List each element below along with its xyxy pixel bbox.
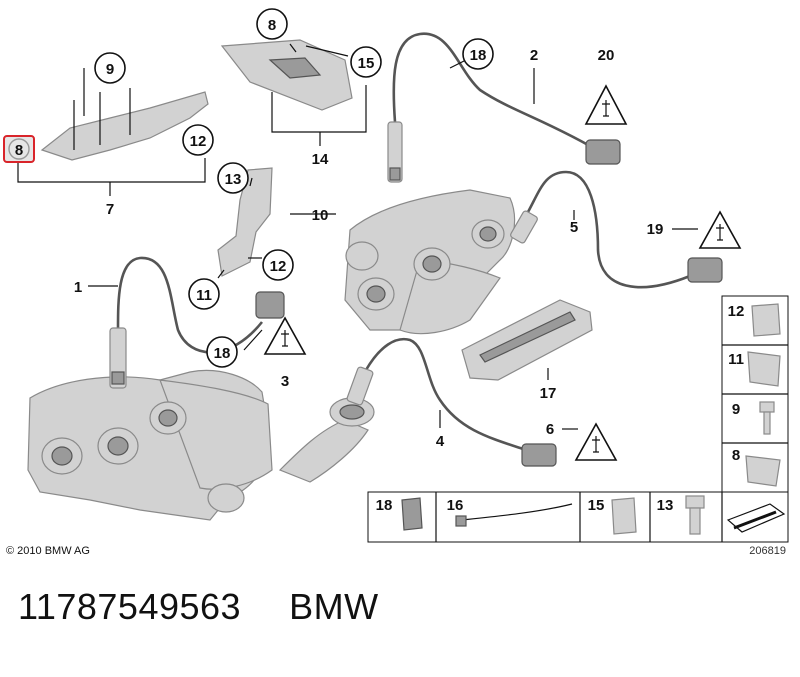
oxygen-sensor-wires xyxy=(116,32,691,452)
part-number: 11787549563 xyxy=(18,586,242,627)
svg-text:9: 9 xyxy=(106,61,114,78)
copyright-text: © 2010 BMW AG xyxy=(6,545,90,557)
legend-side-8: 8 xyxy=(732,447,740,464)
esd-warning-icon-20 xyxy=(584,84,628,125)
callout-18-top: 18 xyxy=(462,38,494,70)
svg-text:11: 11 xyxy=(196,287,212,304)
svg-text:4: 4 xyxy=(436,433,445,450)
part-footer: 11787549563 BMW xyxy=(18,586,427,628)
callout-12-top: 12 xyxy=(182,124,214,156)
svg-text:18: 18 xyxy=(214,345,231,362)
callout-8-highlighted: 8 xyxy=(3,135,35,163)
exhaust-manifold-lower xyxy=(27,369,375,521)
legend-side-12: 12 xyxy=(728,303,745,320)
esd-warning-icon-19 xyxy=(698,210,742,249)
callout-3: 3 xyxy=(281,373,289,390)
svg-text:2: 2 xyxy=(530,47,538,64)
legend-bottom-18: 18 xyxy=(376,497,393,514)
callout-11: 11 xyxy=(188,278,220,310)
clip-icon xyxy=(747,351,781,387)
cable-clip-icon xyxy=(401,497,423,531)
callout-13: 13 xyxy=(217,162,249,194)
legend-bottom-16: 16 xyxy=(447,497,464,514)
clip-nut-icon xyxy=(751,303,781,337)
svg-text:8: 8 xyxy=(268,17,276,34)
callout-6: 6 xyxy=(546,421,554,438)
callout-1: 1 xyxy=(74,279,82,296)
svg-text:19: 19 xyxy=(647,221,664,238)
callout-18-mid: 18 xyxy=(206,336,238,368)
callout-9: 9 xyxy=(94,52,126,84)
callout-15: 15 xyxy=(350,46,382,78)
svg-text:6: 6 xyxy=(546,421,554,438)
support-bracket xyxy=(461,299,593,381)
callout-5: 5 xyxy=(570,219,578,236)
spring-clip-icon xyxy=(745,455,781,487)
sensor-connectors xyxy=(255,139,723,467)
legend-side-9: 9 xyxy=(732,401,740,418)
bracket-plate xyxy=(220,39,353,111)
callout-20: 20 xyxy=(598,47,615,64)
svg-text:3: 3 xyxy=(281,373,289,390)
svg-text:8: 8 xyxy=(15,142,23,159)
svg-text:12: 12 xyxy=(190,133,207,150)
cable-tie-icon xyxy=(455,515,467,527)
oxygen-sensor-probes xyxy=(109,121,538,406)
callout-19-label: 19 xyxy=(647,221,664,238)
callout-10: 10 xyxy=(312,207,329,224)
svg-text:15: 15 xyxy=(358,55,375,72)
callout-17: 17 xyxy=(540,385,557,402)
brand-name: BMW xyxy=(289,586,379,627)
svg-text:20: 20 xyxy=(598,47,615,64)
svg-text:17: 17 xyxy=(540,385,557,402)
svg-text:14: 14 xyxy=(312,151,329,168)
hex-bolt-head-icon xyxy=(685,495,705,509)
legend-bottom-15: 15 xyxy=(588,497,605,514)
svg-text:12: 12 xyxy=(270,258,287,275)
bolt-head-icon xyxy=(759,401,775,413)
svg-text:13: 13 xyxy=(225,171,242,188)
bolt-shank-icon xyxy=(763,411,771,435)
hex-bolt-shank-icon xyxy=(689,507,701,535)
callout-4: 4 xyxy=(436,433,445,450)
svg-text:10: 10 xyxy=(312,207,329,224)
callout-14: 14 xyxy=(312,151,329,168)
holder-clip-icon xyxy=(611,497,637,535)
esd-warning-icon-6 xyxy=(574,422,618,461)
legend-side-11: 11 xyxy=(728,351,744,368)
callout-2: 2 xyxy=(530,47,538,64)
callout-8-top: 8 xyxy=(256,8,288,40)
legend-bottom: 18 16 15 13 xyxy=(367,491,789,543)
callout-12-mid: 12 xyxy=(262,249,294,281)
image-number: 206819 xyxy=(749,545,786,557)
legend-bottom-13: 13 xyxy=(657,497,674,514)
svg-text:1: 1 xyxy=(74,279,82,296)
exhaust-manifold-upper xyxy=(344,189,516,335)
legend-side: 12 11 9 8 xyxy=(721,295,789,493)
heat-shield-bracket xyxy=(40,88,209,161)
svg-text:5: 5 xyxy=(570,219,578,236)
svg-text:18: 18 xyxy=(470,47,487,64)
svg-text:7: 7 xyxy=(106,201,114,218)
bracket-holder xyxy=(217,167,273,277)
esd-warning-icon-3 xyxy=(263,316,307,355)
callout-7: 7 xyxy=(106,201,114,218)
